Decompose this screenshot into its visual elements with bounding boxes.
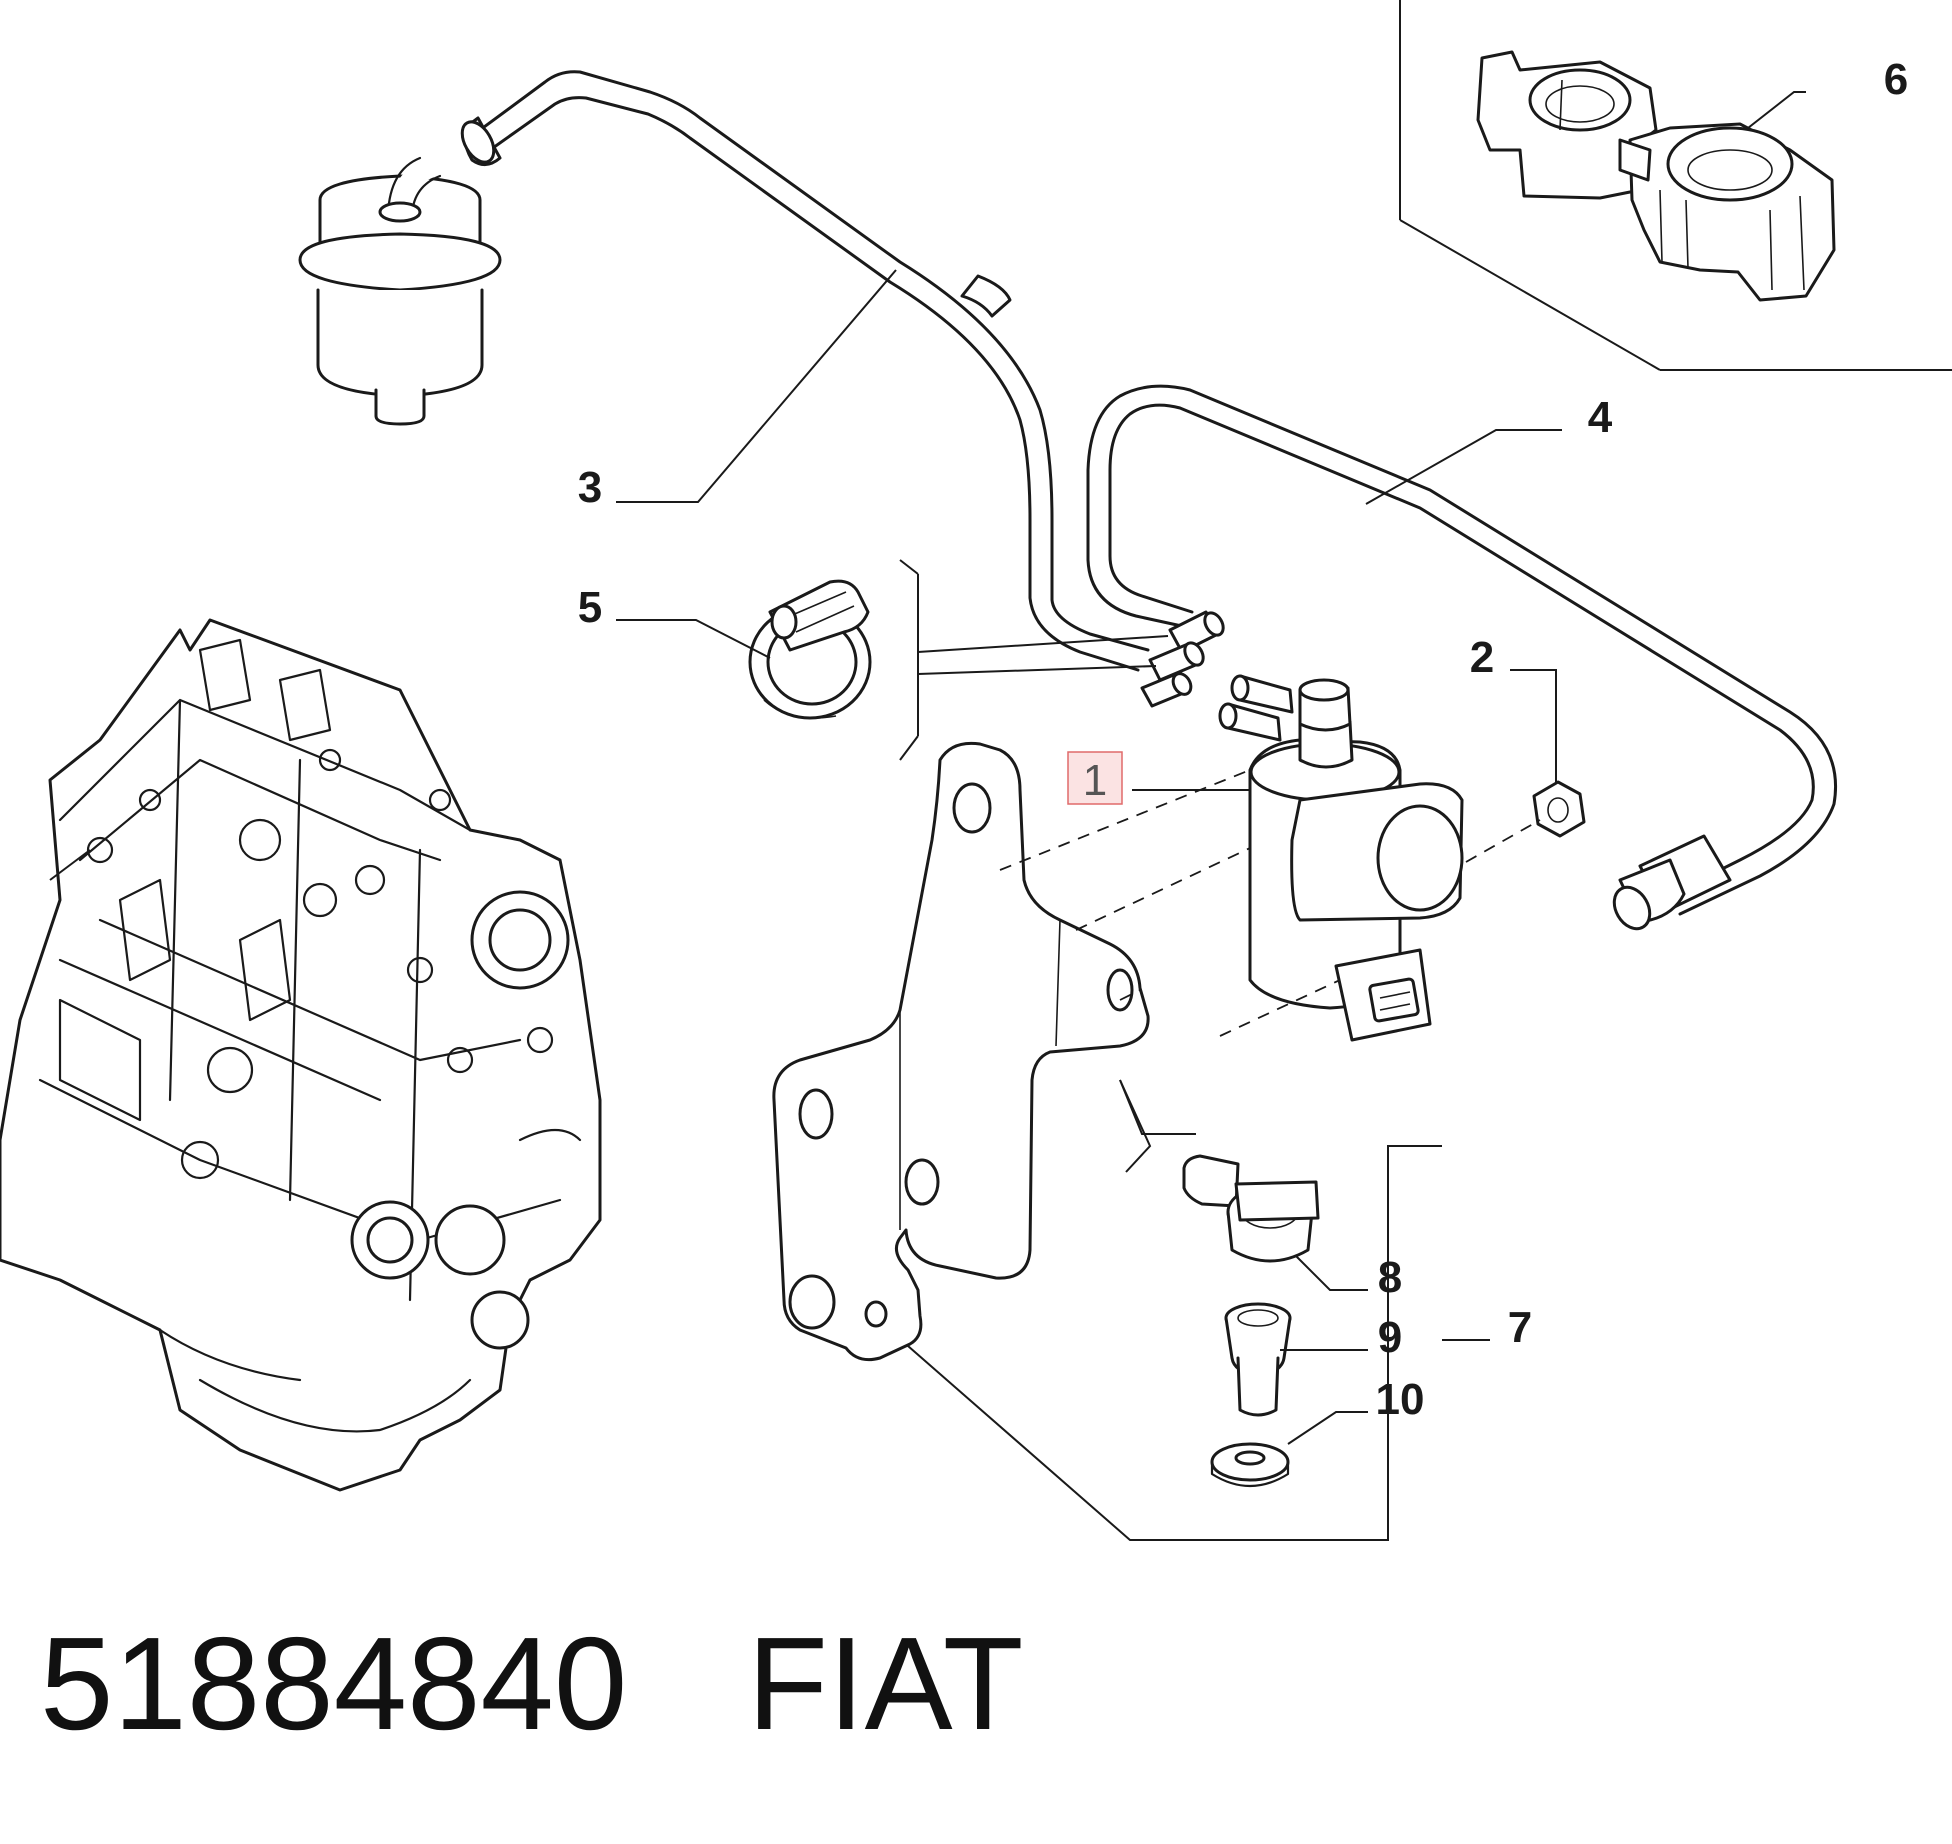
- hose-4: [1086, 384, 1838, 931]
- part-footer: 51884840 FIAT: [40, 1618, 1023, 1758]
- leader-lines: [616, 91, 1806, 1541]
- assembly-lines: [999, 769, 1541, 1037]
- callout-7: 7: [1508, 1303, 1532, 1352]
- callout-1: 1: [1083, 756, 1107, 805]
- inset-frame: [1399, 0, 1952, 371]
- hose-clamp: [748, 579, 872, 720]
- callout-1-box: [1067, 751, 1123, 805]
- callout-5: 5: [578, 583, 602, 632]
- callout-6: 6: [1884, 55, 1908, 104]
- callout-3: 3: [578, 463, 602, 512]
- solenoid-valve: [1218, 674, 1464, 1042]
- fitting-8: [1182, 1154, 1320, 1263]
- callout-2: 2: [1470, 633, 1494, 682]
- mounting-bracket: [772, 741, 1150, 1362]
- nut: [1532, 780, 1586, 838]
- engine-block: [0, 618, 602, 1492]
- spacer-9: [1224, 1302, 1292, 1417]
- callout-9: 9: [1378, 1313, 1402, 1362]
- brand-name: FIAT: [747, 1610, 1024, 1757]
- hose-ends: [1140, 610, 1225, 708]
- callout-4: 4: [1588, 393, 1613, 442]
- parts-diagram: 1 2 3 4 5 6 7 8 9 10: [0, 0, 1952, 1541]
- double-hose-clip: [1476, 50, 1836, 302]
- callout-8: 8: [1378, 1253, 1402, 1302]
- clamp-group-bracket: [899, 559, 1169, 761]
- callout-10: 10: [1376, 1375, 1425, 1424]
- part-number: 51884840: [40, 1610, 628, 1757]
- washer-10: [1210, 1442, 1290, 1488]
- vacuum-canister: [298, 156, 502, 426]
- hose-3: [460, 70, 1150, 672]
